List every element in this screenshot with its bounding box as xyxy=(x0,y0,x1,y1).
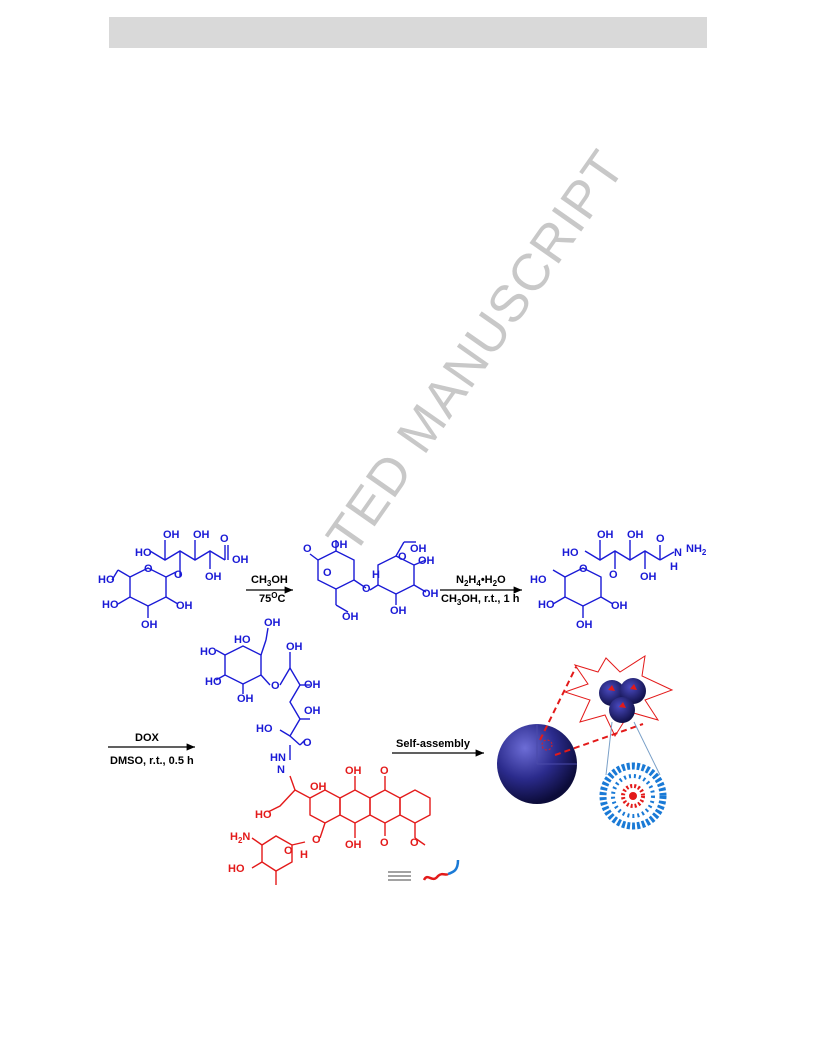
svg-text:HO: HO xyxy=(98,574,115,586)
svg-text:HO: HO xyxy=(255,809,272,821)
svg-text:OH: OH xyxy=(640,571,657,583)
svg-text:O: O xyxy=(144,563,153,575)
step3-reagent: DOX xyxy=(135,732,160,744)
svg-text:O: O xyxy=(271,680,280,692)
svg-text:HN: HN xyxy=(270,752,286,764)
amphiphile-icon xyxy=(422,872,449,881)
svg-text:OH: OH xyxy=(193,529,210,541)
svg-text:OH: OH xyxy=(390,605,407,617)
svg-text:O: O xyxy=(380,765,389,777)
svg-text:OH: OH xyxy=(141,619,158,631)
lactone-structure xyxy=(309,540,427,613)
svg-text:OH: OH xyxy=(237,693,254,705)
svg-text:H: H xyxy=(300,849,308,861)
svg-text:H2N: H2N xyxy=(230,831,250,845)
svg-text:OH: OH xyxy=(163,529,180,541)
svg-text:HO: HO xyxy=(102,599,119,611)
svg-text:OH: OH xyxy=(410,543,427,555)
step2-condition: CH3OH, r.t., 1 h xyxy=(441,593,520,607)
svg-text:HO: HO xyxy=(135,547,152,559)
svg-text:N: N xyxy=(277,764,285,776)
svg-text:HO: HO xyxy=(562,547,579,559)
svg-text:NH2: NH2 xyxy=(686,543,707,557)
svg-text:OH: OH xyxy=(345,839,362,851)
conjugate-sugar-part xyxy=(215,627,310,760)
svg-text:OH: OH xyxy=(304,679,321,691)
nanoparticle-illustration xyxy=(497,654,674,830)
legend-equivalent-icon xyxy=(388,871,411,881)
page-header-bar xyxy=(109,17,707,48)
svg-text:O: O xyxy=(284,845,293,857)
svg-text:OH: OH xyxy=(418,555,435,567)
svg-text:HO: HO xyxy=(205,676,222,688)
step4-reagent: Self-assembly xyxy=(396,738,471,750)
svg-text:OH: OH xyxy=(627,529,644,541)
svg-text:HO: HO xyxy=(200,646,217,658)
svg-text:O: O xyxy=(220,533,229,545)
svg-text:OH: OH xyxy=(345,765,362,777)
svg-text:OH: OH xyxy=(310,781,327,793)
svg-text:HO: HO xyxy=(530,574,547,586)
svg-text:O: O xyxy=(410,837,419,849)
svg-text:OH: OH xyxy=(331,539,348,551)
svg-text:HO: HO xyxy=(228,863,245,875)
svg-text:HO: HO xyxy=(538,599,555,611)
svg-text:OH: OH xyxy=(232,554,249,566)
svg-text:H: H xyxy=(372,569,380,581)
svg-text:O: O xyxy=(303,543,312,555)
svg-text:O: O xyxy=(303,737,312,749)
svg-text:H: H xyxy=(670,561,678,573)
svg-text:OH: OH xyxy=(286,641,303,653)
svg-text:O: O xyxy=(579,563,588,575)
svg-text:OH: OH xyxy=(611,600,628,612)
svg-text:HO: HO xyxy=(256,723,273,735)
svg-text:OH: OH xyxy=(176,600,193,612)
step2-reagent: N2H4•H2O xyxy=(456,574,506,588)
svg-text:OH: OH xyxy=(264,617,281,629)
svg-text:HO: HO xyxy=(234,634,251,646)
svg-text:OH: OH xyxy=(205,571,222,583)
svg-text:O: O xyxy=(398,551,407,563)
svg-text:OH: OH xyxy=(422,588,439,600)
svg-text:OH: OH xyxy=(576,619,593,631)
svg-text:O: O xyxy=(174,569,183,581)
svg-text:OH: OH xyxy=(597,529,614,541)
lactobionic-hydrazide-structure xyxy=(552,540,675,618)
step1-condition: 75OC xyxy=(259,591,285,605)
svg-text:O: O xyxy=(323,567,332,579)
svg-text:OH: OH xyxy=(304,705,321,717)
lactobionic-acid-structure xyxy=(111,540,229,618)
svg-text:O: O xyxy=(380,837,389,849)
conjugate-doxorubicin-part xyxy=(251,775,431,885)
svg-text:O: O xyxy=(609,569,618,581)
svg-text:O: O xyxy=(312,834,321,846)
svg-text:O: O xyxy=(656,533,665,545)
svg-text:N: N xyxy=(674,547,682,559)
step3-condition: DMSO, r.t., 0.5 h xyxy=(110,755,194,767)
svg-text:O: O xyxy=(362,583,371,595)
svg-text:OH: OH xyxy=(342,611,359,623)
step1-reagent: CH3OH xyxy=(251,574,288,588)
